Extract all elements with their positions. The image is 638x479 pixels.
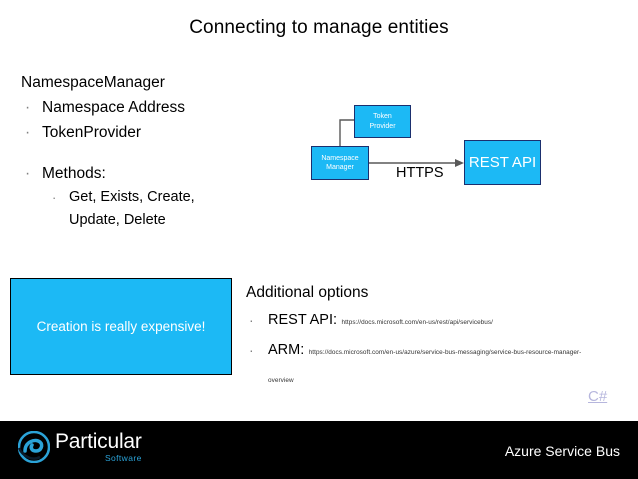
bullet-dot-icon: · (25, 165, 31, 182)
architecture-diagram: Token Provider Namespace Manager REST AP… (311, 105, 541, 185)
option-label-arm: ARM: (268, 342, 305, 358)
diagram-box-token-provider: Token Provider (354, 105, 411, 138)
bullet-dot-icon: · (25, 124, 31, 141)
diagram-box-line1: Namespace (321, 154, 359, 162)
diagram-box-namespace-manager: Namespace Manager (311, 146, 369, 180)
diagram-box-line2: Provider (369, 122, 396, 130)
diagram-box-line2: Manager (326, 164, 354, 171)
list-item-label: Methods: (42, 165, 106, 182)
callout-creation-expensive: Creation is really expensive! (10, 278, 232, 375)
option-url-rest-api[interactable]: https://docs.microsoft.com/en-us/rest/ap… (341, 319, 493, 326)
list-item: · Namespace Address (21, 95, 261, 120)
list-heading: NamespaceManager (21, 74, 165, 91)
diagram-box-line1: Token (373, 113, 392, 120)
page-title: Connecting to manage entities (189, 17, 449, 38)
logo-text-wrap: Particular Software (55, 430, 142, 464)
particular-software-logo: Particular Software (18, 430, 142, 464)
footer-bar (0, 421, 638, 479)
namespace-manager-list: NamespaceManager · Namespace Address · T… (21, 72, 261, 232)
list-item: · Get, Exists, Create, (21, 186, 261, 209)
list-item: · TokenProvider (21, 120, 261, 145)
option-url-arm[interactable]: https://docs.microsoft.com/en-us/azure/s… (308, 349, 582, 356)
additional-options-heading: Additional options (246, 284, 369, 301)
bullet-dot-icon: · (25, 99, 31, 116)
list-item: · ARM: https://docs.microsoft.com/en-us/… (246, 340, 634, 363)
additional-options-section: Additional options · REST API: https://d… (246, 283, 634, 392)
diagram-edge-label-https: HTTPS (396, 165, 444, 181)
logo-wordmark: Particular (55, 430, 142, 453)
bullet-dot-icon: · (249, 312, 254, 328)
code-language-marker[interactable]: C# (588, 388, 608, 405)
list-item-label: Namespace Address (42, 99, 186, 116)
diagram-connectors (339, 119, 464, 167)
list-item: · REST API: https://docs.microsoft.com/e… (246, 310, 634, 333)
list-item: · Methods: (21, 161, 261, 186)
bullet-dot-icon: · (249, 342, 254, 358)
option-url-arm-continuation[interactable]: overview (268, 377, 294, 384)
option-label-rest-api: REST API: (268, 312, 338, 328)
particular-swirl-icon (18, 431, 50, 463)
list-item-label: TokenProvider (42, 124, 142, 141)
diagram-box-line1: REST API (468, 154, 537, 171)
logo-subtitle: Software (104, 453, 142, 463)
diagram-box-rest-api: REST API (464, 140, 541, 185)
list-item-continuation: Update, Delete (69, 212, 166, 228)
list-item-label: Get, Exists, Create, (69, 189, 195, 205)
footer-section-title: Azure Service Bus (504, 443, 620, 459)
callout-text: Creation is really expensive! (36, 319, 206, 334)
bullet-dot-icon: · (52, 190, 57, 205)
